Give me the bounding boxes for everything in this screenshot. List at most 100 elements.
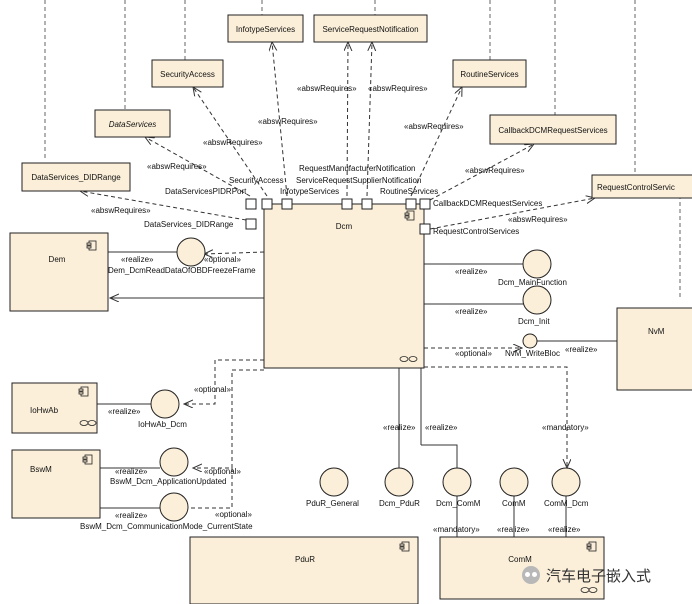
port-infotype-services: [281, 198, 293, 210]
interface-circle-dcm-main-function: [522, 249, 552, 279]
port-label-data-services-pidr: DataServicesPIDRPort: [165, 187, 247, 196]
component-pdur: PduR: [189, 536, 419, 604]
svg-text:DataServices: DataServices: [109, 120, 157, 129]
label-realize: «realize»: [565, 345, 598, 354]
port-label-request-control-services: RequestControlServices: [433, 227, 519, 236]
component-icon: [399, 541, 410, 552]
port-label-service-request-supplier-notification: ServiceRequestSupplierNotification: [296, 176, 421, 185]
label-iohwab-dcm: IoHwAb_Dcm: [138, 420, 187, 429]
interface-labels: Dem_DcmReadDataOfOBDFreezeFrame Dcm_Main…: [80, 266, 589, 531]
label-realize: «realize»: [497, 525, 530, 534]
svg-text:BswM: BswM: [30, 465, 52, 474]
port-security-access: [261, 198, 273, 210]
port-request-control-services: [419, 223, 431, 235]
component-icon: [78, 386, 97, 426]
svg-text:InfotypeServices: InfotypeServices: [236, 25, 295, 34]
svg-text:RequestControlServic: RequestControlServic: [597, 183, 675, 192]
watermark-text: 汽车电子嵌入式: [546, 566, 652, 585]
label-optional: «optional»: [194, 385, 231, 394]
label-absw-requires: «abswRequires»: [297, 84, 357, 93]
label-optional: «optional»: [204, 467, 241, 476]
svg-text:PduR: PduR: [295, 555, 315, 564]
label-bswm-communication-mode: BswM_Dcm_CommunicationMode_CurrentState: [80, 522, 253, 531]
port-routine-services: [405, 198, 417, 210]
component-icon: [86, 240, 97, 251]
interface-circle-dcm-init: [522, 285, 552, 315]
interface-box-routine-services: RoutineServices: [452, 59, 527, 88]
label-realize: «realize»: [383, 423, 416, 432]
interface-box-security-access: SecurityAccess: [151, 59, 224, 88]
port-labels: SecurityAccess RequestManufacturerNotifi…: [144, 164, 542, 236]
interface-circle-iohwab-dcm: [150, 389, 180, 419]
component-icon: [580, 541, 598, 593]
label-realize: «realize»: [115, 467, 148, 476]
label-realize: «realize»: [455, 307, 488, 316]
interface-box-infotype-services: InfotypeServices: [227, 14, 304, 43]
label-dem-dcm-read-data: Dem_DcmReadDataOfOBDFreezeFrame: [108, 266, 256, 275]
port-callback-dcm-request-services: [419, 198, 431, 210]
interface-circle-bswm-communication-mode: [159, 492, 189, 522]
interface-box-callback-dcm-request-services: CallbackDCMRequestServices: [489, 114, 617, 145]
port-label-infotype-services: InfotypeServices: [280, 187, 339, 196]
label-realize: «realize»: [115, 511, 148, 520]
interface-box-data-services-didrange: DataServices_DIDRange: [21, 162, 131, 192]
label-realize: «realize»: [455, 267, 488, 276]
component-dcm: Dcm: [263, 203, 425, 369]
label-realize: «realize»: [425, 423, 458, 432]
label-absw-requires: «abswRequires»: [147, 162, 207, 171]
stereotype-labels: «abswRequires» «abswRequires» «abswRequi…: [91, 84, 598, 534]
interface-circle-pdur-general: [319, 467, 349, 497]
svg-text:Dcm: Dcm: [336, 222, 353, 231]
port-label-routine-services: RoutineServices: [380, 187, 438, 196]
label-pdur-general: PduR_General: [306, 499, 359, 508]
interface-circle-comm: [499, 467, 529, 497]
label-nvm-write-block: NvM_WriteBloc: [505, 349, 560, 358]
provided-interface-circles: [150, 237, 581, 522]
svg-text:DataServices_DIDRange: DataServices_DIDRange: [31, 173, 121, 182]
svg-text:ComM: ComM: [508, 555, 532, 564]
label-absw-requires: «abswRequires»: [258, 117, 318, 126]
interface-box-service-request-notification: ServiceRequestNotification: [313, 14, 428, 43]
subsystem-icon: [399, 356, 418, 362]
component-bswm: BswM: [11, 449, 101, 519]
port-service-request-supplier-notification: [361, 198, 373, 210]
label-dcm-comm: Dcm_ComM: [436, 499, 481, 508]
label-optional: «optional»: [455, 349, 492, 358]
port-label-callback-dcm-request-services: CallbackDCMRequestServices: [433, 199, 542, 208]
label-absw-requires: «abswRequires»: [91, 206, 151, 215]
interface-box-request-control-services: RequestControlServic: [591, 174, 692, 199]
label-dcm-main-function: Dcm_MainFunction: [498, 278, 567, 287]
label-realize: «realize»: [121, 255, 154, 264]
component-comm: ComM: [439, 536, 605, 600]
label-realize: «realize»: [548, 525, 581, 534]
svg-text:IoHwAb: IoHwAb: [30, 406, 59, 415]
svg-text:ServiceRequestNotification: ServiceRequestNotification: [322, 25, 418, 34]
interface-lifelines: [44, 0, 681, 300]
port-data-services-pidr: [245, 198, 257, 210]
label-optional: «optional»: [215, 510, 252, 519]
label-absw-requires: «abswRequires»: [203, 138, 263, 147]
label-absw-requires: «abswRequires»: [404, 122, 464, 131]
label-comm-dcm: ComM_Dcm: [544, 499, 589, 508]
svg-text:NvM: NvM: [648, 327, 665, 336]
dependency-lines: [80, 42, 595, 509]
interface-circle-dcm-pdur: [384, 467, 414, 497]
watermark: 汽车电子嵌入式: [522, 563, 688, 587]
label-absw-requires: «abswRequires»: [508, 215, 568, 224]
interface-circle-dem-dcm: [176, 237, 206, 267]
dcm-ports: [245, 198, 431, 235]
label-dcm-init: Dcm_Init: [518, 317, 550, 326]
svg-text:CallbackDCMRequestServices: CallbackDCMRequestServices: [498, 126, 607, 135]
interface-box-data-services: DataServices: [94, 109, 171, 138]
component-iohwab: IoHwAb: [11, 382, 98, 434]
port-label-data-services-didrange: DataServices_DIDRange: [144, 220, 234, 229]
label-bswm-application-updated: BswM_Dcm_ApplicationUpdated: [110, 477, 227, 486]
label-absw-requires: «abswRequires»: [368, 84, 428, 93]
svg-text:RoutineServices: RoutineServices: [460, 70, 518, 79]
component-icon: [82, 454, 93, 465]
label-realize: «realize»: [108, 407, 141, 416]
component-icon: [404, 210, 415, 221]
component-nvm: NvM: [616, 307, 692, 391]
